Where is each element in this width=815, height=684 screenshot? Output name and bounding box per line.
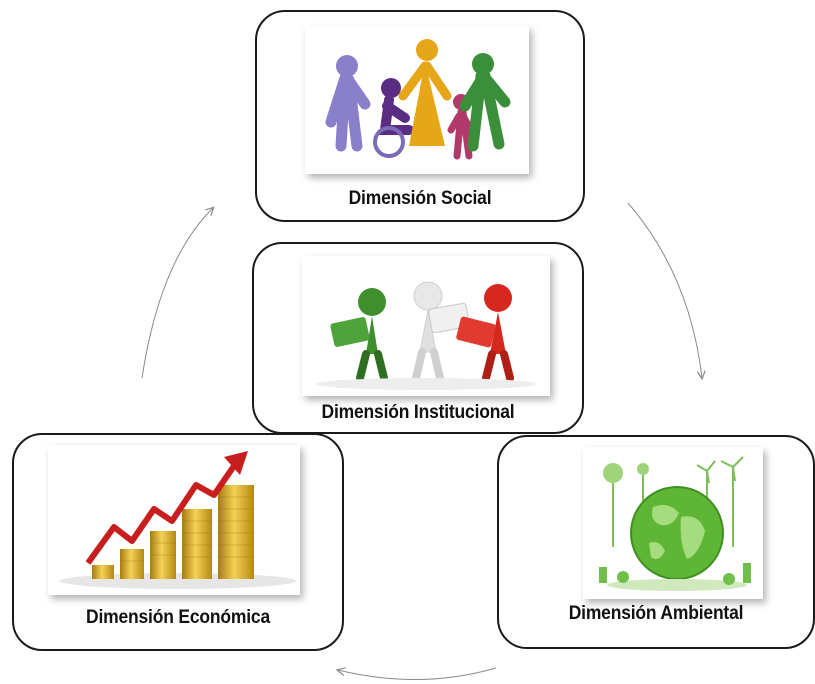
card-label: Dimensión Ambiental bbox=[568, 603, 744, 624]
family-people-icon bbox=[305, 26, 529, 174]
arrow-ambiental-to-economica bbox=[338, 668, 497, 681]
arrow-economica-to-social bbox=[141, 208, 213, 379]
card-institucional: Dimensión Institucional bbox=[252, 242, 584, 434]
card-ambiental: Dimensión Ambiental bbox=[497, 435, 815, 649]
card-label: Dimensión Institucional bbox=[321, 402, 515, 423]
green-earth-icon bbox=[583, 447, 763, 599]
coins-growth-icon bbox=[48, 445, 300, 595]
card-social: Dimensión Social bbox=[255, 10, 585, 222]
arrow-social-to-ambiental bbox=[627, 202, 702, 378]
card-economica: Dimensión Económica bbox=[12, 433, 344, 651]
puzzle-people-icon bbox=[302, 256, 550, 396]
card-label: Dimensión Económica bbox=[86, 607, 270, 628]
card-label: Dimensión Social bbox=[348, 188, 492, 209]
